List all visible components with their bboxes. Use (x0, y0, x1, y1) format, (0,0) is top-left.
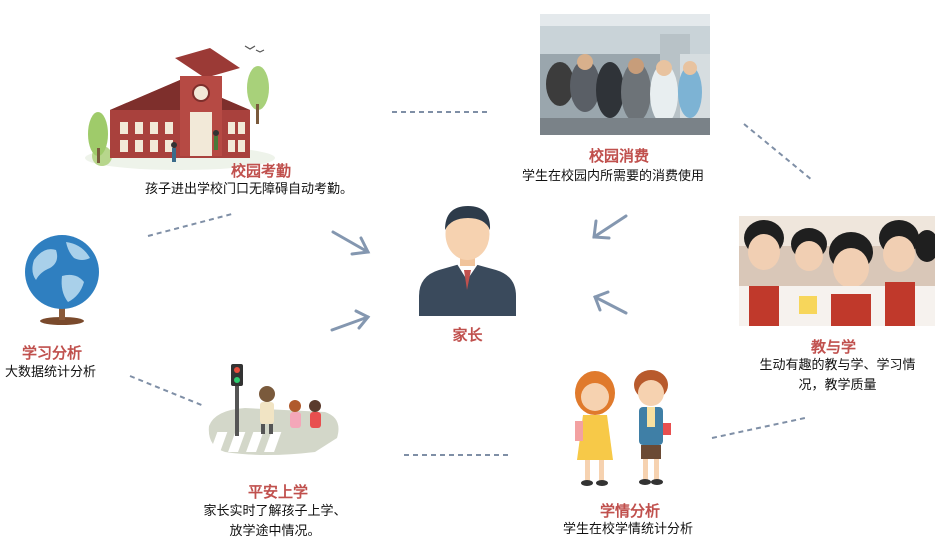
globe-icon (22, 232, 102, 327)
consumption-title: 校园消费 (589, 147, 650, 165)
arrow-bottom-right (593, 290, 628, 315)
study-status-desc: 学生在校学情统计分析 (563, 522, 694, 537)
parent-label: 家长 (452, 326, 483, 344)
arrow-top-left (331, 230, 371, 256)
parent-node: 家长 (415, 200, 520, 350)
school-building-image (80, 38, 280, 173)
consumption-desc: 学生在校园内所需要的消费使用 (522, 169, 705, 184)
dash-line-top-right (743, 123, 813, 181)
dash-line-bottom-right (711, 417, 806, 439)
teaching-desc-line1: 生动有趣的教与学、学习情 (759, 358, 916, 373)
crosswalk-illustration (205, 356, 345, 461)
students-illustration (565, 365, 685, 490)
learning-analysis-title: 学习分析 (22, 344, 83, 362)
attendance-desc: 孩子进出学校门口无障碍自动考勤。 (145, 182, 354, 197)
arrow-top-right (592, 214, 628, 240)
safe-school-desc-line1: 家长实时了解孩子上学、 (203, 504, 347, 519)
teaching-title: 教与学 (811, 338, 857, 356)
dash-line-left (147, 213, 233, 237)
learning-analysis-desc: 大数据统计分析 (5, 365, 97, 380)
safe-school-desc-line2: 放学途中情况。 (229, 524, 321, 539)
classroom-photo (739, 216, 935, 326)
attendance-title: 校园考勤 (231, 162, 292, 180)
canteen-photo (540, 14, 710, 135)
arrow-bottom-left (330, 309, 371, 332)
safe-school-title: 平安上学 (248, 483, 309, 501)
dash-line-bottom-left (129, 375, 205, 407)
parent-avatar-icon (419, 206, 516, 316)
teaching-desc-line2: 况，教学质量 (798, 378, 877, 393)
study-status-title: 学情分析 (600, 502, 661, 520)
